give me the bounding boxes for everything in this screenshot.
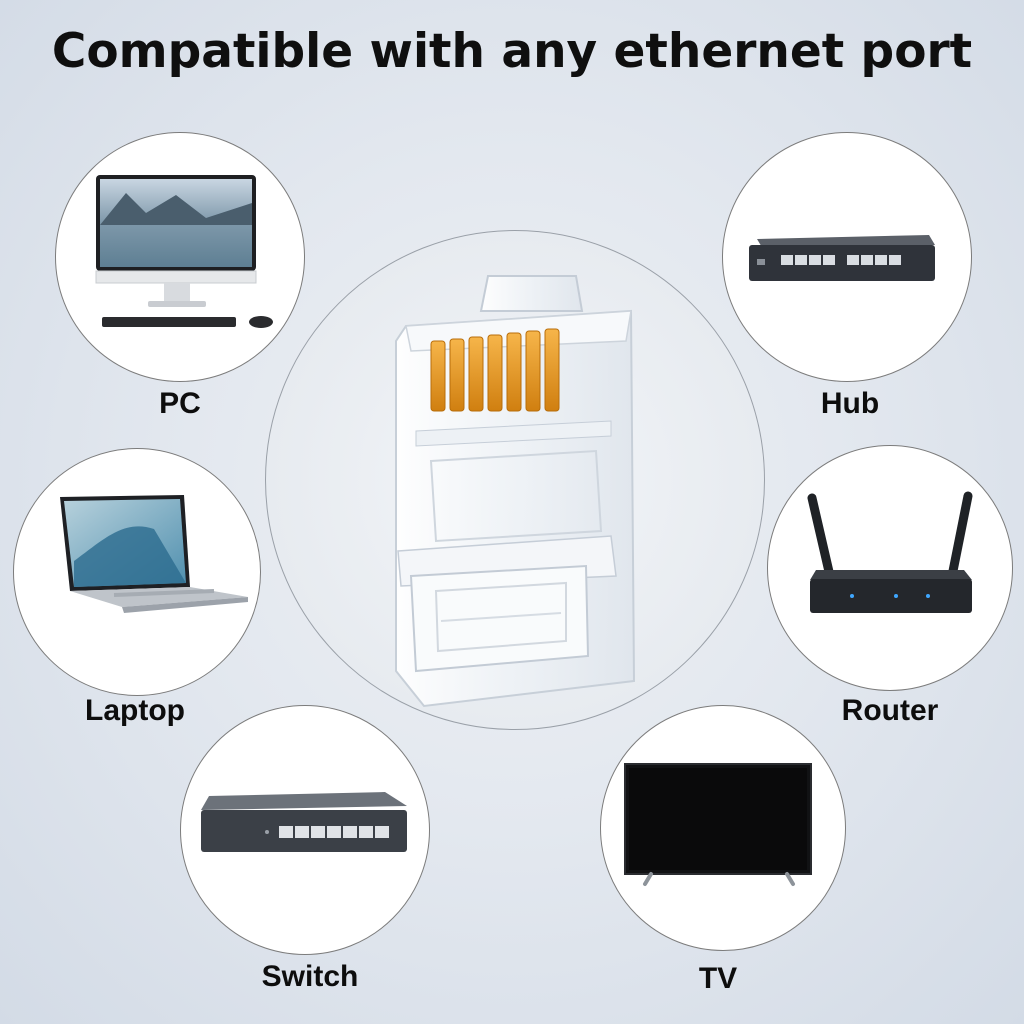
switch-icon (201, 792, 407, 852)
laptop-label: Laptop (85, 694, 185, 727)
router-label: Router (841, 694, 939, 727)
switch-circle (180, 705, 430, 955)
hub-circle (722, 132, 972, 382)
laptop-circle (13, 448, 261, 696)
router-circle (767, 445, 1013, 691)
router-icon (807, 491, 973, 613)
rj45-connector-icon (395, 275, 636, 708)
hub-icon (749, 235, 935, 281)
tv-circle (600, 705, 846, 951)
tv-label: TV (698, 962, 738, 995)
center-circle (265, 230, 765, 730)
hub-label: Hub (820, 387, 880, 420)
switch-label: Switch (261, 960, 359, 993)
pc-label: PC (159, 387, 201, 420)
tv-icon (624, 763, 812, 886)
pc-circle (55, 132, 305, 382)
page-title: Compatible with any ethernet port (51, 24, 973, 79)
pc-icon (95, 175, 273, 328)
laptop-icon (60, 495, 248, 613)
